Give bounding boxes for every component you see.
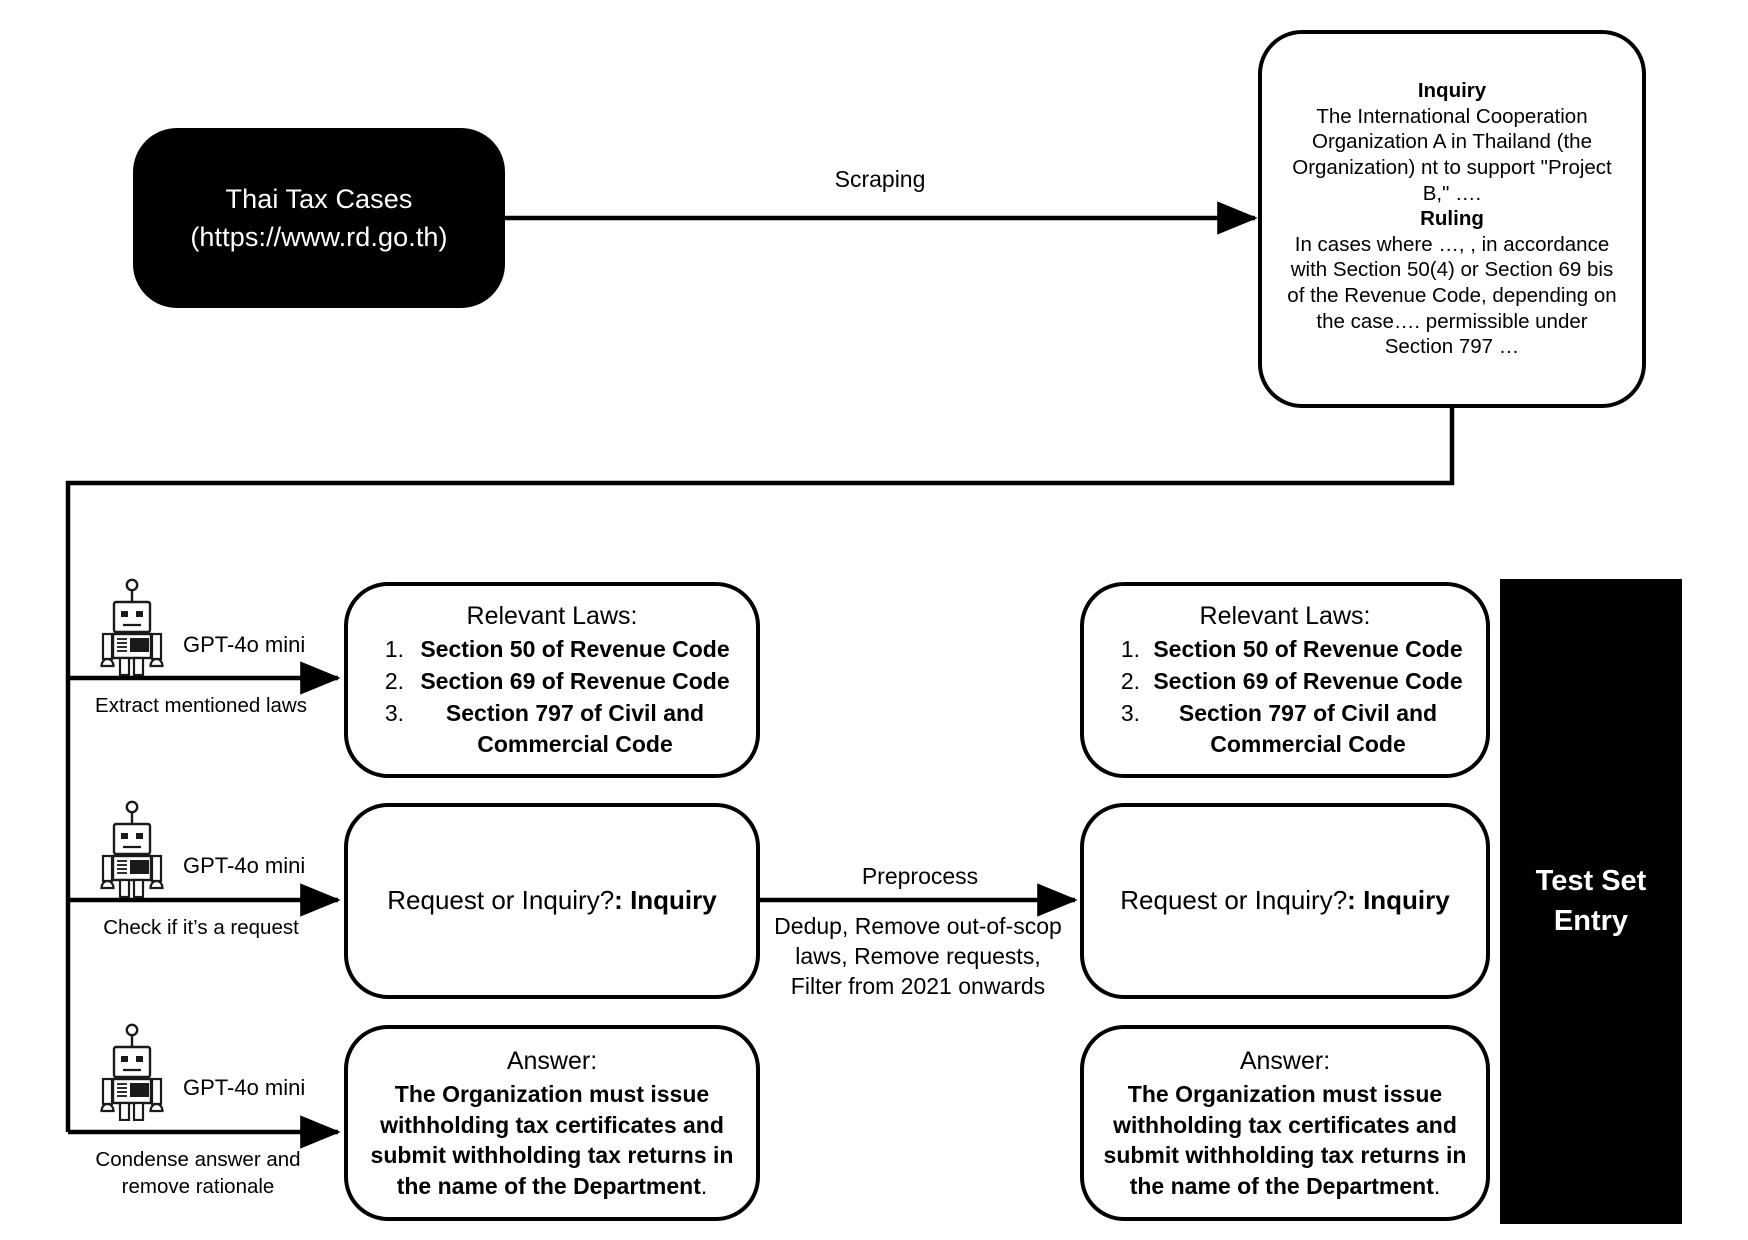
law-number: 1. — [384, 636, 404, 663]
answer-card-body: The Organization must issue withholding … — [1098, 1079, 1472, 1201]
law-number: 2. — [1120, 668, 1140, 695]
laws-list: 1. Section 50 of Revenue Code 2. Section… — [362, 634, 742, 760]
answer-card-title: Answer: — [506, 1046, 598, 1075]
classification-value: Inquiry — [1363, 885, 1450, 916]
document-ruling-body: In cases where …, , in accordance with S… — [1287, 232, 1617, 359]
classification-card-right[interactable]: Request or Inquiry?: Inquiry — [1080, 803, 1490, 999]
answer-card-left[interactable]: Answer: The Organization must issue with… — [344, 1025, 760, 1221]
document-inquiry-heading: Inquiry — [1417, 79, 1487, 103]
answer-text: The Organization must issue withholding … — [1103, 1081, 1467, 1199]
test-set-line-1: Test Set — [1535, 865, 1647, 898]
test-set-entry-text: Test Set Entry — [1536, 862, 1647, 940]
classification-value: Inquiry — [630, 885, 717, 916]
answer-period: . — [1433, 1172, 1441, 1199]
answer-card-body: The Organization must issue withholding … — [362, 1079, 742, 1201]
robot-icon — [100, 1023, 164, 1126]
test-set-entry-node[interactable]: Test Set Entry — [1500, 579, 1682, 1224]
law-number: 3. — [384, 700, 404, 727]
classification-card-left[interactable]: Request or Inquiry?: Inquiry — [344, 803, 760, 999]
source-line-1: Thai Tax Cases — [225, 183, 413, 214]
document-node[interactable]: Inquiry The International Cooperation Or… — [1258, 30, 1646, 408]
classification-question: Request or Inquiry? — [387, 885, 615, 916]
answer-card-right[interactable]: Answer: The Organization must issue with… — [1080, 1025, 1490, 1221]
laws-card-right[interactable]: Relevant Laws: 1. Section 50 of Revenue … — [1080, 582, 1490, 778]
agent-task-label-2: Check if it’s a request — [103, 916, 299, 939]
laws-card-left[interactable]: Relevant Laws: 1. Section 50 of Revenue … — [344, 582, 760, 778]
document-inquiry-body: The International Cooperation Organizati… — [1292, 104, 1612, 205]
answer-period: . — [700, 1172, 708, 1199]
agent-task-label-3: Condense answer and remove rationale — [95, 1148, 301, 1199]
edge-label-preprocess-detail: Dedup, Remove out-of-scop laws, Remove r… — [774, 913, 1062, 999]
law-text: Section 797 of Civil and Commercial Code — [445, 700, 705, 758]
laws-list: 1. Section 50 of Revenue Code 2. Section… — [1098, 634, 1472, 760]
law-number: 2. — [384, 668, 404, 695]
document-ruling-heading: Ruling — [1420, 207, 1484, 231]
answer-card-title: Answer: — [1239, 1046, 1331, 1075]
agent-task-label-1: Extract mentioned laws — [95, 694, 307, 717]
laws-card-title: Relevant Laws: — [466, 601, 638, 630]
agent-model-label-1: GPT-4o mini — [183, 632, 306, 657]
law-text: Section 797 of Civil and Commercial Code — [1178, 700, 1438, 758]
robot-icon — [100, 800, 164, 903]
source-line-2: (https://www.rd.go.th) — [190, 222, 448, 252]
law-text: Section 69 of Revenue Code — [1153, 668, 1463, 695]
law-text: Section 50 of Revenue Code — [1153, 636, 1463, 663]
answer-text: The Organization must issue withholding … — [370, 1081, 734, 1199]
law-text: Section 69 of Revenue Code — [420, 668, 730, 695]
edge-label-scraping: Scraping — [834, 166, 926, 192]
law-number: 3. — [1120, 700, 1140, 727]
classification-line: Request or Inquiry?: Inquiry — [1120, 884, 1449, 918]
agent-model-label-3: GPT-4o mini — [183, 1075, 306, 1100]
classification-question: Request or Inquiry? — [1120, 885, 1348, 916]
agent-model-label-2: GPT-4o mini — [183, 853, 306, 878]
classification-line: Request or Inquiry?: Inquiry — [387, 884, 716, 918]
test-set-line-2: Entry — [1553, 904, 1629, 937]
classification-separator: : — [614, 885, 631, 916]
law-text: Section 50 of Revenue Code — [420, 636, 730, 663]
robot-icon — [100, 578, 164, 681]
source-node[interactable]: Thai Tax Cases (https://www.rd.go.th) — [133, 128, 505, 308]
classification-separator: : — [1347, 885, 1364, 916]
law-number: 1. — [1120, 636, 1140, 663]
laws-card-title: Relevant Laws: — [1199, 601, 1371, 630]
edge-label-preprocess-title: Preprocess — [861, 863, 979, 889]
